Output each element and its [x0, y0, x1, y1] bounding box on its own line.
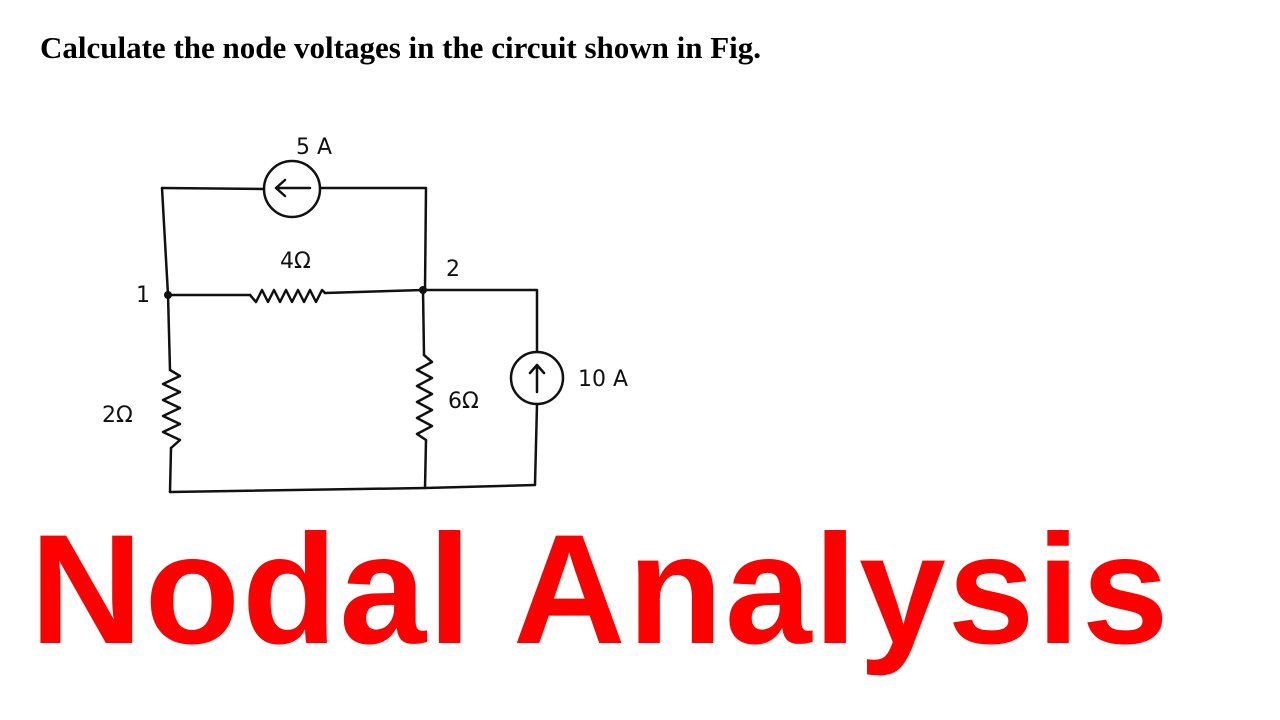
label-10a: 10 A [578, 367, 628, 392]
label-node-2: 2 [446, 257, 460, 282]
question-title: Calculate the node voltages in the circu… [40, 30, 762, 65]
current-source-5a [262, 159, 322, 219]
arrow-up-icon [528, 363, 546, 394]
label-node-1: 1 [136, 283, 150, 308]
label-6ohm: 6Ω [448, 389, 479, 414]
node-1-dot [164, 291, 172, 299]
wire-bottom [168, 483, 537, 494]
resistor-2ohm [161, 368, 182, 450]
resistor-6ohm [415, 353, 434, 442]
label-5a: 5 A [296, 135, 332, 160]
current-source-10a [509, 350, 565, 406]
banner-title: Nodal Analysis [30, 503, 1171, 677]
label-4ohm: 4Ω [280, 249, 311, 274]
wire-left [160, 186, 173, 494]
arrow-left-icon [274, 178, 312, 198]
resistor-4ohm [248, 288, 327, 304]
node-2-dot [419, 286, 427, 294]
label-2ohm: 2Ω [102, 403, 133, 428]
wire-top [160, 186, 428, 292]
wire-mid-vertical [421, 288, 428, 490]
wire-middle [166, 288, 539, 487]
